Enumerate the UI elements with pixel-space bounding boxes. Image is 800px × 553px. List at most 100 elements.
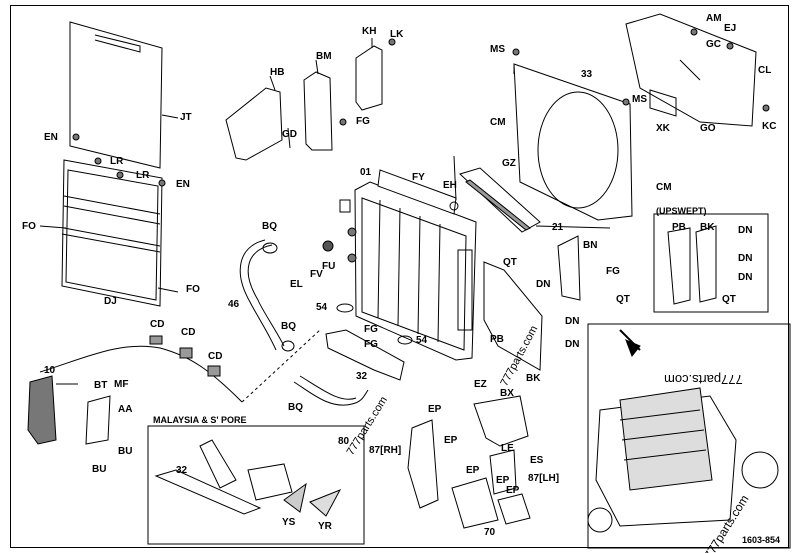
- label-qt-up: QT: [722, 294, 736, 305]
- label-ms-2: MS: [632, 94, 647, 105]
- label-fg-4: FG: [606, 266, 620, 277]
- label-bu-2: BU: [92, 464, 107, 475]
- label-bq-2: BQ: [281, 321, 296, 332]
- label-ys: YS: [282, 517, 296, 528]
- label-en-1: EN: [44, 132, 58, 143]
- rod-21: [535, 225, 611, 229]
- label-cl: CL: [758, 65, 772, 76]
- radiator-01: [322, 181, 477, 361]
- bracket-87lh: [497, 493, 531, 525]
- label-fg-3: FG: [364, 339, 378, 350]
- bracket-hb: [225, 75, 291, 161]
- label-ez: EZ: [474, 379, 487, 390]
- label-ep-3: EP: [466, 465, 480, 476]
- label-gc: GC: [706, 39, 721, 50]
- label-54-1: 54: [316, 302, 328, 313]
- foam-strip-fy: [377, 169, 457, 215]
- label-fg-2: FG: [364, 324, 378, 335]
- label-ms-1: MS: [490, 44, 505, 55]
- fan-shroud-33: [512, 48, 633, 221]
- label-eh: EH: [443, 180, 457, 191]
- label-el: EL: [290, 279, 303, 290]
- label-bt: BT: [94, 380, 108, 391]
- hose-80: [293, 381, 369, 406]
- label-lr-2: LR: [136, 170, 150, 181]
- label-lr-1: LR: [110, 156, 124, 167]
- bracket-le: [489, 449, 517, 495]
- label-es: ES: [530, 455, 544, 466]
- label-xk: XK: [656, 123, 670, 134]
- bracket-70: [451, 477, 499, 529]
- label-46: 46: [228, 299, 240, 310]
- label-pb-up: PB: [672, 222, 686, 233]
- label-dn-1: DN: [536, 279, 551, 290]
- bracket-32: [325, 329, 405, 381]
- diagram-frame: [10, 5, 789, 548]
- machine-inset-box: [587, 323, 791, 549]
- bracket-bx: [473, 395, 529, 447]
- label-70: 70: [484, 527, 496, 538]
- watermark-1: 777parts.com: [664, 372, 743, 387]
- label-80: 80: [338, 436, 350, 447]
- label-bm: BM: [316, 51, 332, 62]
- label-cm-1: CM: [490, 117, 506, 128]
- label-en-2: EN: [176, 179, 190, 190]
- bracket-kh: [355, 38, 396, 111]
- label-gz: GZ: [502, 158, 516, 169]
- label-am: AM: [706, 13, 722, 24]
- label-bn: BN: [583, 240, 598, 251]
- oil-cooler-gz: [449, 155, 541, 233]
- label-dj: DJ: [104, 296, 117, 307]
- bracket-bm: [303, 59, 347, 151]
- label-ep-5: EP: [506, 485, 520, 496]
- label-bk: BK: [526, 373, 541, 384]
- label-cd-1: CD: [150, 319, 165, 330]
- label-ep-2: EP: [444, 435, 458, 446]
- label-fv: FV: [310, 269, 323, 280]
- upswept-inset-box: [653, 213, 769, 313]
- label-go: GO: [700, 123, 716, 134]
- label-lk: LK: [390, 29, 404, 40]
- label-qt-2: QT: [616, 294, 630, 305]
- malaysia-inset-box: [147, 425, 365, 545]
- label-pb: PB: [490, 334, 504, 345]
- malaysia-inset-title: MALAYSIA & S' PORE: [153, 415, 247, 425]
- upswept-inset-title: (UPSWEPT): [656, 206, 707, 216]
- label-fu: FU: [322, 261, 336, 272]
- label-cd-3: CD: [208, 351, 223, 362]
- bracket-bn: [557, 235, 581, 301]
- label-fy: FY: [412, 172, 425, 183]
- label-cm-2: CM: [656, 182, 672, 193]
- label-cd-2: CD: [181, 327, 196, 338]
- label-33: 33: [581, 69, 593, 80]
- label-21: 21: [552, 222, 564, 233]
- bracket-87rh: [407, 419, 439, 509]
- label-bk-up: BK: [700, 222, 715, 233]
- frame-dj: [39, 133, 179, 307]
- label-bq-3: BQ: [288, 402, 303, 413]
- label-54-2: 54: [416, 335, 428, 346]
- label-dn-up-3: DN: [738, 272, 753, 283]
- reservoir-10: [27, 375, 111, 445]
- label-ej: EJ: [724, 23, 737, 34]
- label-32-2: 32: [176, 465, 188, 476]
- label-gd: GD: [282, 129, 297, 140]
- label-fg-1: FG: [356, 116, 370, 127]
- label-ep-1: EP: [428, 404, 442, 415]
- label-le: LE: [501, 443, 514, 454]
- label-dn-2: DN: [565, 316, 580, 327]
- label-fo-2: FO: [186, 284, 200, 295]
- label-dn-up-2: DN: [738, 253, 753, 264]
- label-hb: HB: [270, 67, 285, 78]
- label-qt-1: QT: [503, 257, 517, 268]
- label-10: 10: [44, 365, 56, 376]
- label-bq-1: BQ: [262, 221, 277, 232]
- label-dn-up-1: DN: [738, 225, 753, 236]
- label-32-1: 32: [356, 371, 368, 382]
- label-kc: KC: [762, 121, 777, 132]
- label-yr: YR: [318, 521, 332, 532]
- label-87rh: 87[RH]: [369, 445, 402, 456]
- bracket-go: [625, 13, 770, 127]
